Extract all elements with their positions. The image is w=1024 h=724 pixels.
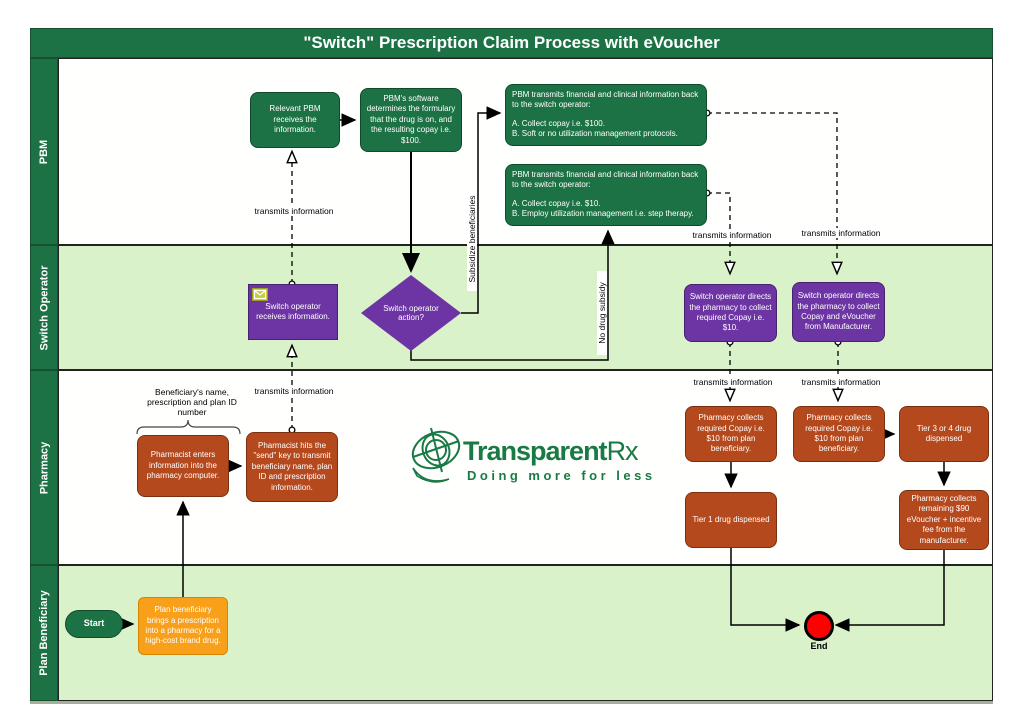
lane-plan-beneficiary-label: Plan Beneficiary: [30, 565, 58, 701]
logo-wordmark: TransparentRx: [463, 436, 639, 467]
node-pbm-transmit-100-option-a: A. Collect copay i.e. $100.: [512, 118, 605, 128]
transparentrx-globe-icon: [411, 427, 461, 483]
brace-annotation: [136, 419, 241, 435]
node-pharmacist-send-text: Pharmacist hits the "send" key to transm…: [251, 441, 333, 492]
node-pharmacy-remaining-text: Pharmacy collects remaining $90 eVoucher…: [906, 494, 982, 545]
logo-tagline: Doing more for less: [467, 468, 656, 483]
node-pbm-software: PBM's software determines the formulary …: [360, 88, 462, 152]
node-plan-beneficiary-brings-text: Plan beneficiary brings a prescription i…: [145, 605, 221, 646]
page-title: "Switch" Prescription Claim Process with…: [30, 28, 993, 58]
label-no-drug-subsidy: No drug subsidy: [597, 271, 607, 355]
lane-pharmacy: Pharmacy: [30, 370, 993, 565]
node-pharmacy-collect-left-text: Pharmacy collects required Copay i.e. $1…: [697, 413, 765, 454]
node-switch-directs-copay-text: Switch operator directs the pharmacy to …: [689, 292, 772, 333]
node-switch-directs-voucher: Switch operator directs the pharmacy to …: [792, 282, 885, 342]
node-pharmacist-enters-text: Pharmacist enters information into the p…: [146, 450, 220, 481]
node-switch-operator-receives-text: Switch operator receives information.: [256, 301, 330, 321]
label-subsidize-beneficiaries: Subsidize beneficiaries: [467, 187, 477, 291]
node-pbm-transmit-10: PBM transmits financial and clinical inf…: [505, 164, 707, 226]
node-switch-directs-voucher-text: Switch operator directs the pharmacy to …: [797, 291, 880, 332]
logo-suffix: Rx: [606, 436, 639, 466]
lane-pharmacy-label: Pharmacy: [30, 370, 58, 565]
label-transmits-info-pharmacy-right: transmits information: [796, 377, 886, 387]
node-plan-beneficiary-brings: Plan beneficiary brings a prescription i…: [138, 597, 228, 655]
node-pbm-receives: Relevant PBM receives the information.: [250, 92, 340, 148]
node-end-label: End: [810, 641, 828, 651]
label-transmits-info-pbm-left: transmits information: [249, 206, 339, 216]
label-transmits-info-pbm-mid: transmits information: [687, 230, 777, 240]
node-switch-operator-receives: Switch operator receives information.: [248, 284, 338, 340]
node-end-circle: [804, 611, 834, 641]
node-pbm-transmit-10-option-b: B. Employ utilization management i.e. st…: [512, 209, 694, 219]
node-pbm-transmit-100: PBM transmits financial and clinical inf…: [505, 84, 707, 146]
node-pbm-transmit-100-option-b: B. Soft or no utilization management pro…: [512, 129, 678, 139]
node-tier1-dispensed: Tier 1 drug dispensed: [685, 492, 777, 548]
node-switch-operator-decision-text: Switch operator action?: [383, 304, 439, 322]
node-pbm-receives-text: Relevant PBM receives the information.: [269, 104, 321, 135]
node-pharmacist-enters: Pharmacist enters information into the p…: [137, 435, 229, 497]
envelope-icon: [252, 288, 268, 301]
label-transmits-info-pharmacy-mid: transmits information: [688, 377, 778, 387]
node-pbm-transmit-100-intro: PBM transmits financial and clinical inf…: [512, 90, 699, 110]
node-pbm-transmit-10-option-a: A. Collect copay i.e. $10.: [512, 198, 601, 208]
node-pharmacy-collect-right: Pharmacy collects required Copay i.e. $1…: [793, 406, 885, 462]
node-tier34-dispensed-text: Tier 3 or 4 drug dispensed: [916, 423, 972, 443]
logo-name: Transparent: [463, 436, 608, 466]
node-start: Start: [65, 610, 123, 638]
node-pharmacy-remaining: Pharmacy collects remaining $90 eVoucher…: [899, 490, 989, 550]
node-switch-directs-copay: Switch operator directs the pharmacy to …: [684, 284, 777, 342]
node-pbm-transmit-10-intro: PBM transmits financial and clinical inf…: [512, 170, 699, 190]
label-transmits-info-pbm-right: transmits information: [796, 228, 886, 238]
lane-switch-operator-label: Switch Operator: [30, 245, 58, 370]
node-pbm-software-text: PBM's software determines the formulary …: [366, 94, 456, 145]
transparentrx-logo: TransparentRx Doing more for less: [405, 424, 652, 495]
node-pharmacy-collect-left: Pharmacy collects required Copay i.e. $1…: [685, 406, 777, 462]
node-pharmacist-send: Pharmacist hits the "send" key to transm…: [246, 432, 338, 502]
node-tier34-dispensed: Tier 3 or 4 drug dispensed: [899, 406, 989, 462]
label-transmits-info-pharmacy-left: transmits information: [249, 386, 339, 396]
label-beneficiary-note: Beneficiary's name, prescription and pla…: [147, 387, 237, 417]
node-pharmacy-collect-right-text: Pharmacy collects required Copay i.e. $1…: [805, 413, 873, 454]
node-tier1-dispensed-text: Tier 1 drug dispensed: [692, 514, 770, 524]
lane-pbm-label: PBM: [30, 58, 58, 245]
node-start-text: Start: [83, 618, 105, 629]
